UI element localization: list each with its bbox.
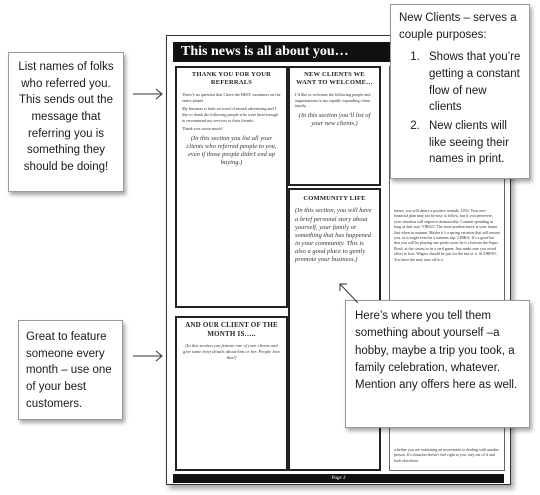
client-of-month-heading: And Our Client Of The Month Is….. [185,321,278,339]
referrals-callout-text: List names of folks who referred you. Th… [18,61,114,174]
feature-client-callout: Great to feature someone every month – u… [18,320,123,420]
new-clients-note: (In this section you’ll list of your new… [298,111,371,128]
page-footer: Page 3 [173,474,504,483]
arrow-up-left-icon [339,283,359,304]
list-item: Shows that you’re getting a constant flo… [423,49,521,116]
right-column-bottom-text: whether you are evaluating an investment… [394,447,499,463]
feature-client-callout-text: Great to feature someone every month – u… [26,331,112,410]
community-callout-text: Here’s where you tell them something abo… [355,310,518,391]
arrow-right-icon [133,88,163,100]
thank-you-paragraph-2: My business is built on word of mouth ad… [182,106,278,123]
list-item: New clients will like seeing their names… [423,118,521,168]
arrow-right-icon [133,350,163,362]
thank-you-paragraph-1: There’s no question that I have the BEST… [182,91,281,103]
new-clients-callout-list: Shows that you’re getting a constant flo… [399,49,521,168]
thank-you-note: (In this section you list all your clien… [186,134,277,167]
right-column-text: future, you will detect a positive attit… [394,208,500,262]
thank-you-heading: Thank You For Your Referrals [191,71,272,87]
new-clients-paragraph: I’d like to welcome the following people… [295,91,371,109]
client-of-month-note: (In this section you feature one of your… [183,343,280,360]
new-clients-section: New Clients We Want To Welcome… I’d like… [288,66,381,186]
new-clients-callout-intro: New Clients – serves a couple purposes: [399,12,517,41]
community-note: (In this section, you will have a brief … [295,207,372,264]
new-clients-heading: New Clients We Want To Welcome… [296,71,373,87]
thank-you-referrals-section: Thank You For Your Referrals There’s no … [175,66,288,308]
new-clients-callout: New Clients – serves a couple purposes: … [390,4,530,179]
community-heading: Community Life [303,195,366,202]
thank-you-paragraph-3: Thank you soooo much! [182,126,223,132]
referrals-callout: List names of folks who referred you. Th… [8,52,124,192]
client-of-month-section: And Our Client Of The Month Is….. (In th… [175,316,288,471]
community-callout: Here’s where you tell them something abo… [345,300,530,428]
